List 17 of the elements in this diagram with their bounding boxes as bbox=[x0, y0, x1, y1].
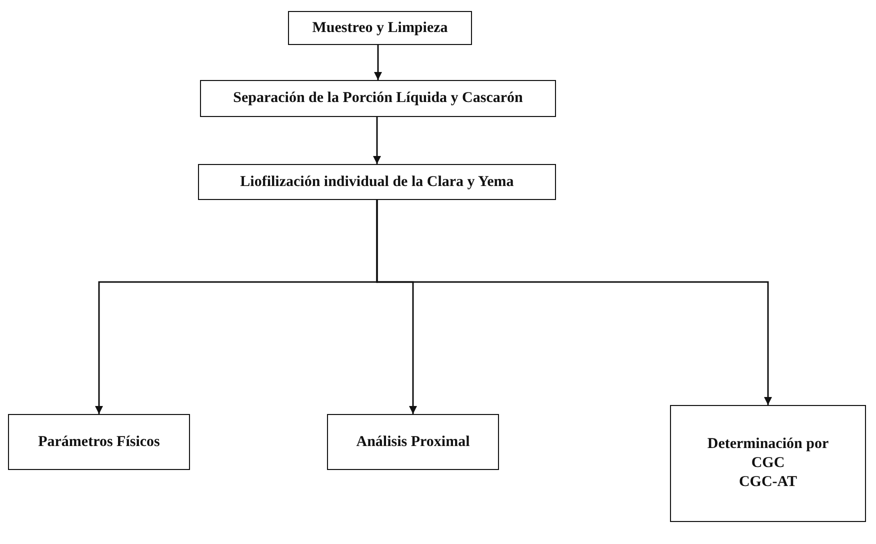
step-text: Parámetros Físicos bbox=[38, 432, 160, 452]
process-box bbox=[8, 414, 190, 470]
arrow bbox=[376, 200, 772, 405]
step-text: Liofilización individual de la Clara y Yema bbox=[240, 172, 514, 192]
process-box bbox=[200, 80, 556, 117]
arrow bbox=[373, 117, 381, 164]
step-text: CGC bbox=[751, 454, 785, 473]
step-text: CGC-AT bbox=[738, 472, 798, 492]
step-text: Determinación por bbox=[707, 435, 829, 454]
arrow bbox=[374, 45, 382, 80]
process-box bbox=[288, 11, 472, 45]
process-box bbox=[670, 405, 866, 522]
step-text: Muestreo y Limpieza bbox=[312, 18, 448, 38]
step-text: Separación de la Porción Líquida y Cascarón bbox=[233, 89, 523, 108]
step-text: Análisis Proximal bbox=[356, 432, 470, 452]
process-box bbox=[198, 164, 556, 200]
process-box bbox=[327, 414, 499, 470]
